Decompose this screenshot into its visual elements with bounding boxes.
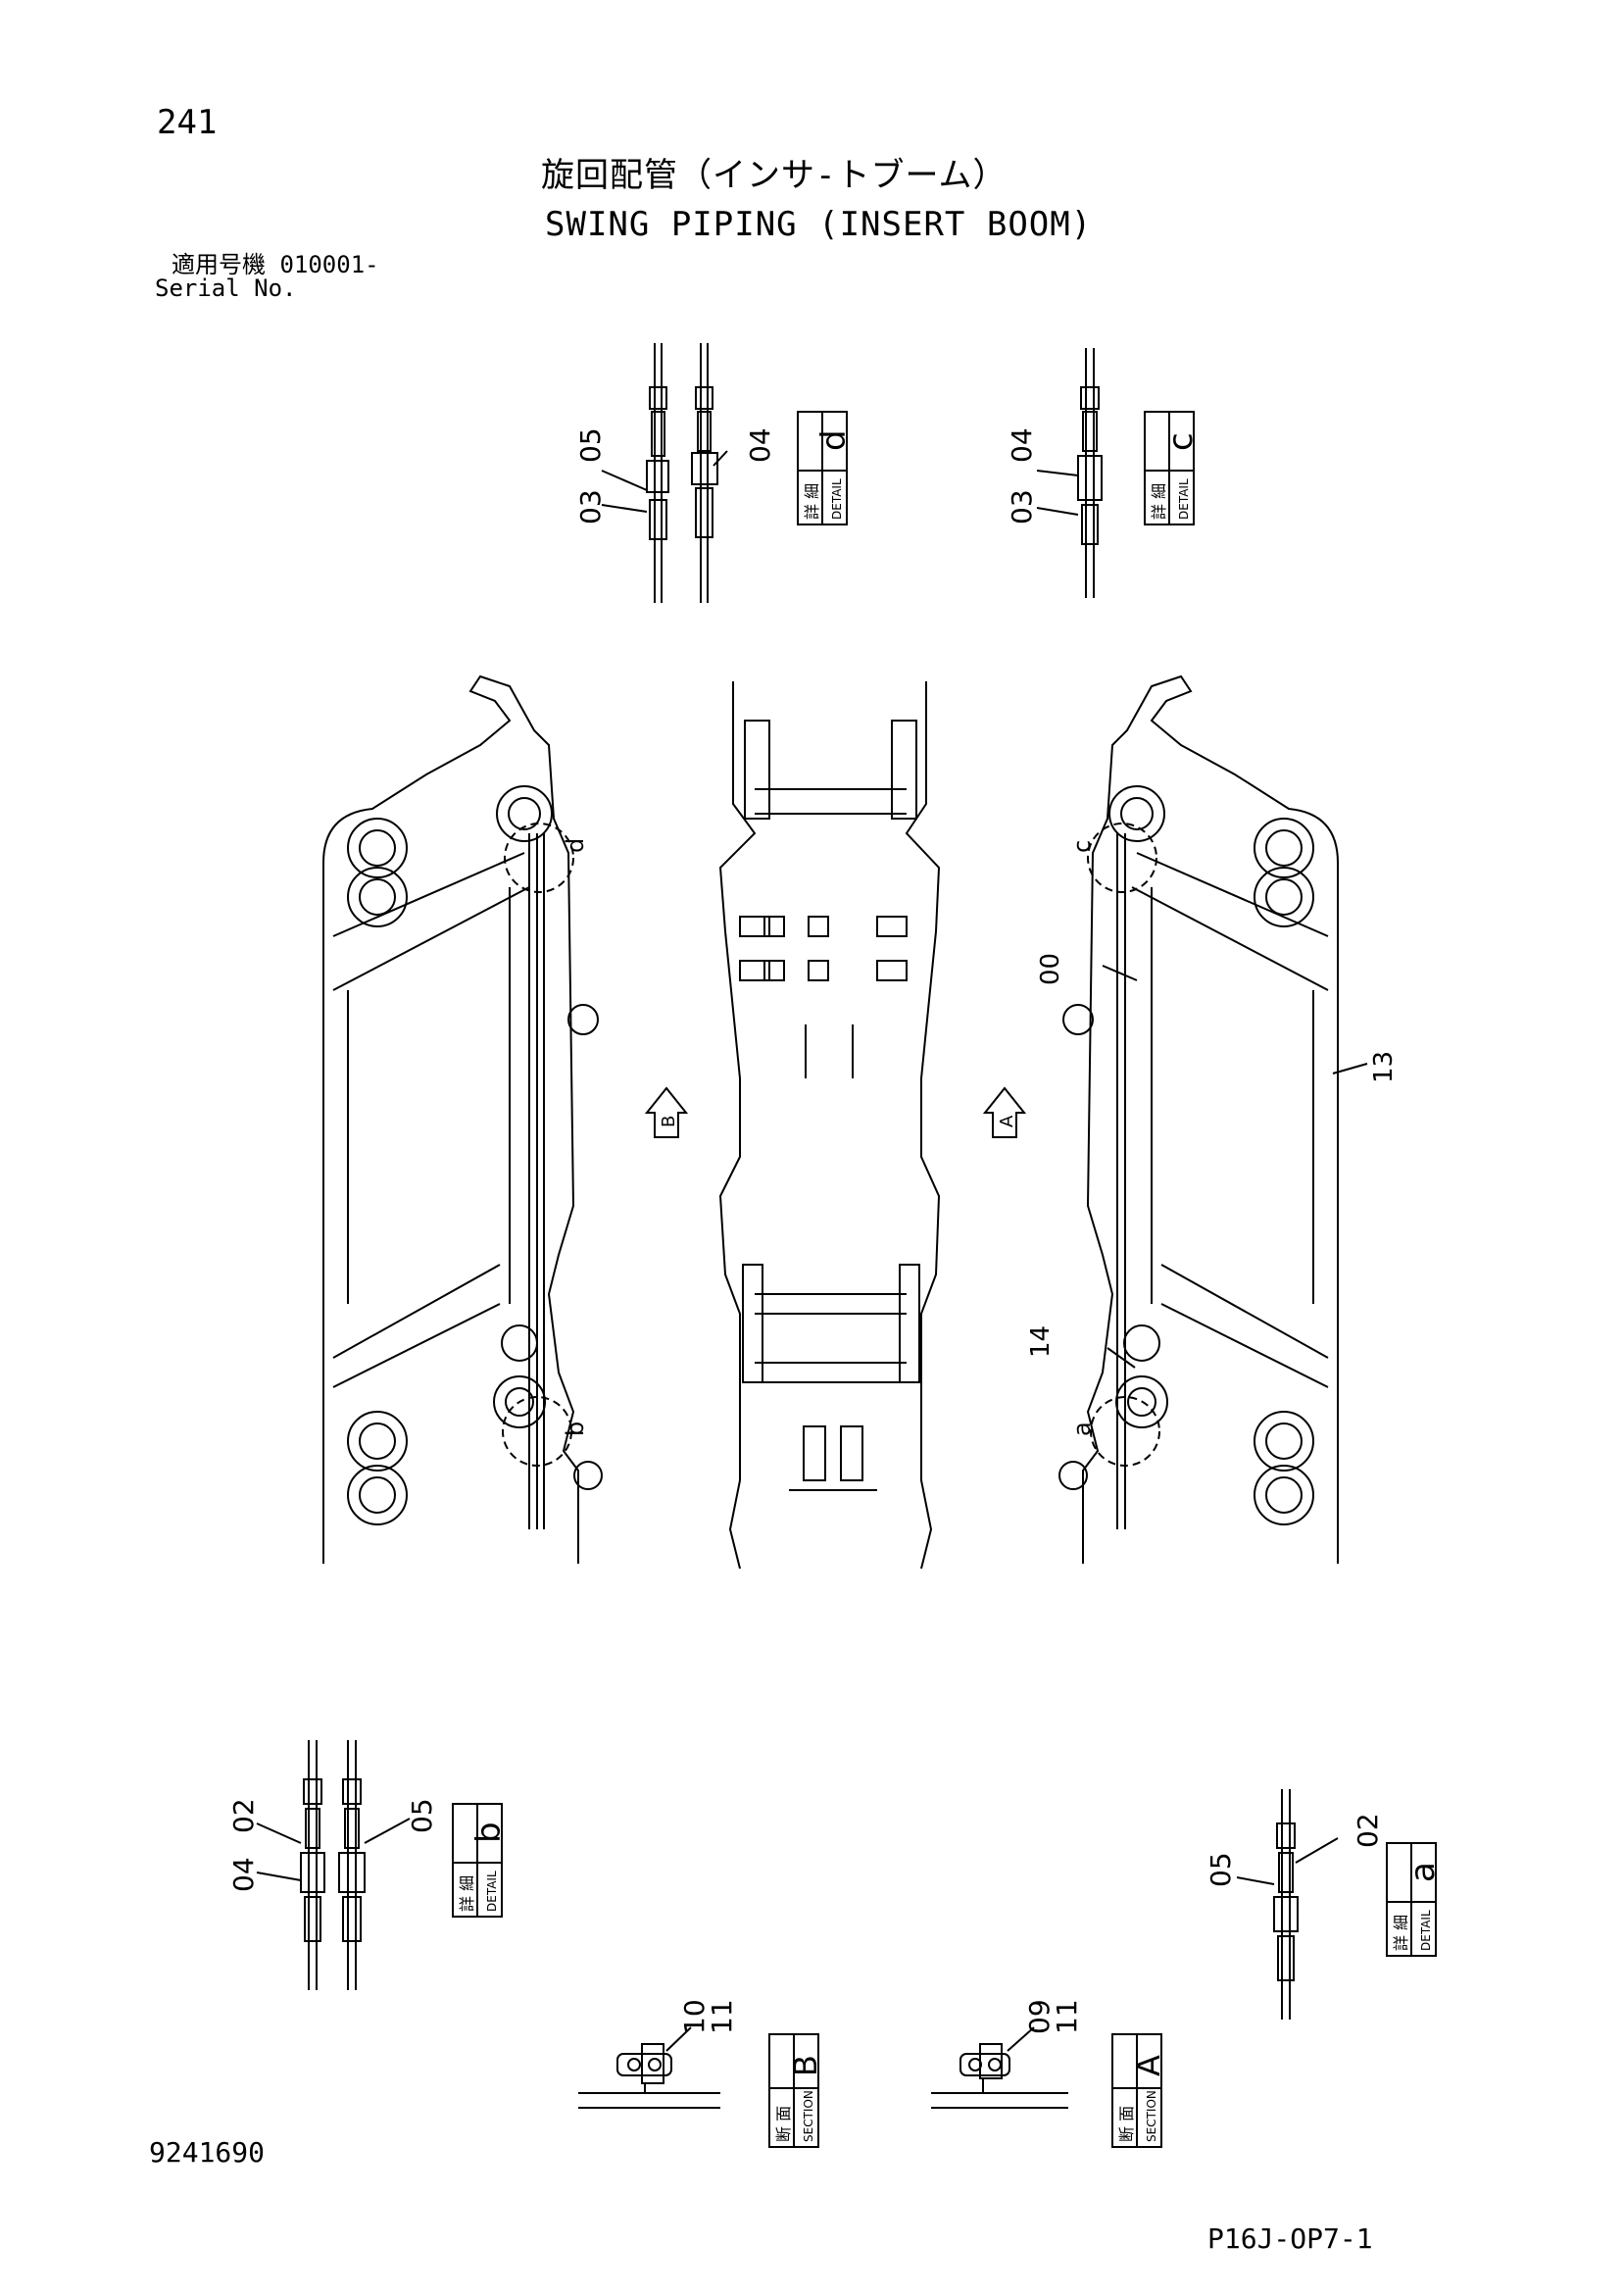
detail-d-callouts: 03 05 04 <box>574 427 776 524</box>
section-b-part-11: 11 <box>706 1999 738 2034</box>
detail-c-callouts: 03 04 <box>1006 427 1038 524</box>
detail-d-part-05: 05 <box>574 427 607 463</box>
detail-d-label-en: DETAIL <box>830 478 844 520</box>
section-a-view <box>931 2026 1068 2109</box>
section-b-box: B 断 面 SECTION <box>768 2033 824 2148</box>
detail-b-box: b 詳 細 DETAIL <box>452 1803 509 1918</box>
detail-c-box: c 詳 細 DETAIL <box>1144 411 1201 525</box>
boom-side-view-left <box>322 674 603 1564</box>
detail-c-part-03: 03 <box>1006 489 1038 524</box>
detail-b-part-05: 05 <box>406 1798 438 1833</box>
page-number: 241 <box>157 103 218 142</box>
detail-a-box: a 詳 細 DETAIL <box>1386 1842 1443 1957</box>
section-a-part-09: 09 <box>1023 1999 1056 2034</box>
detail-c-letter: c <box>1161 432 1201 451</box>
detail-a-part-05: 05 <box>1205 1852 1237 1887</box>
detail-b-part-02: 02 <box>227 1798 260 1833</box>
detail-b-label-jp: 詳 細 <box>458 1875 476 1912</box>
section-a-callouts: 09 11 <box>1023 1999 1083 2034</box>
detail-d-letter: d <box>814 429 854 451</box>
section-b-view <box>578 2026 720 2109</box>
callout-13: 13 <box>1369 1051 1399 1083</box>
detail-c-part-04: 04 <box>1006 427 1038 463</box>
section-a-label-jp: 断 面 <box>1117 2106 1136 2142</box>
detail-a-label-en: DETAIL <box>1419 1910 1433 1951</box>
detail-a-letter: a <box>1403 1862 1443 1882</box>
section-a-letter: A <box>1130 2055 1167 2076</box>
section-a-label-en: SECTION <box>1145 2090 1158 2142</box>
view-arrow-b-letter: B <box>659 1116 679 1127</box>
callout-a: a <box>1068 1422 1096 1436</box>
detail-b-view <box>256 1740 411 1990</box>
detail-a-view <box>1236 1789 1339 2020</box>
detail-c-label-en: DETAIL <box>1177 478 1191 520</box>
page-title-english: SWING PIPING (INSERT BOOM) <box>545 205 1093 244</box>
detail-c-label-jp: 詳 細 <box>1150 483 1168 520</box>
detail-d-view <box>601 343 728 603</box>
detail-d-box: d 詳 細 DETAIL <box>797 411 854 525</box>
section-b-letter: B <box>787 2055 824 2076</box>
callout-d: d <box>562 838 589 853</box>
serial-label-japanese: 適用号機 <box>172 251 266 278</box>
boom-top-view-center <box>718 681 941 1570</box>
detail-a-part-02: 02 <box>1352 1813 1384 1848</box>
reference-code: P16J-OP7-1 <box>1207 2222 1373 2255</box>
detail-b-part-04: 04 <box>227 1857 260 1892</box>
view-arrow-a: A <box>982 1086 1027 1138</box>
callout-b: b <box>562 1422 589 1436</box>
callout-c: c <box>1068 840 1096 853</box>
boom-right-callouts: c a 00 13 14 <box>1026 840 1399 1436</box>
page-title-japanese: 旋回配管（インサ-トブーム） <box>541 156 1008 195</box>
detail-b-label-en: DETAIL <box>485 1871 499 1912</box>
detail-d-part-04: 04 <box>744 427 776 463</box>
detail-b-letter: b <box>469 1822 509 1843</box>
serial-label-english: Serial No. <box>155 275 297 302</box>
section-a-part-11: 11 <box>1051 1999 1083 2034</box>
detail-c-view <box>1036 348 1103 598</box>
serial-value: 010001- <box>279 251 379 278</box>
section-b-callouts: 10 11 <box>678 1999 738 2034</box>
serial-line: 適用号機 010001- <box>172 253 379 276</box>
callout-14: 14 <box>1026 1325 1056 1358</box>
detail-a-label-jp: 詳 細 <box>1392 1915 1410 1951</box>
callout-00: 00 <box>1036 953 1065 985</box>
detail-b-callouts: 04 02 05 <box>227 1798 438 1892</box>
drawing-number: 9241690 <box>149 2136 266 2169</box>
section-b-label-en: SECTION <box>802 2090 815 2142</box>
section-a-box: A 断 面 SECTION <box>1111 2033 1167 2148</box>
view-arrow-a-letter: A <box>997 1115 1017 1127</box>
boom-left-callouts: d b <box>562 838 589 1436</box>
section-b-label-jp: 断 面 <box>774 2106 793 2142</box>
detail-a-callouts: 05 02 <box>1205 1813 1384 1887</box>
detail-d-part-03: 03 <box>574 489 607 524</box>
view-arrow-b: B <box>644 1086 689 1138</box>
detail-d-label-jp: 詳 細 <box>803 483 821 520</box>
section-b-part-10: 10 <box>678 1999 711 2034</box>
boom-side-view-right <box>1058 674 1368 1564</box>
